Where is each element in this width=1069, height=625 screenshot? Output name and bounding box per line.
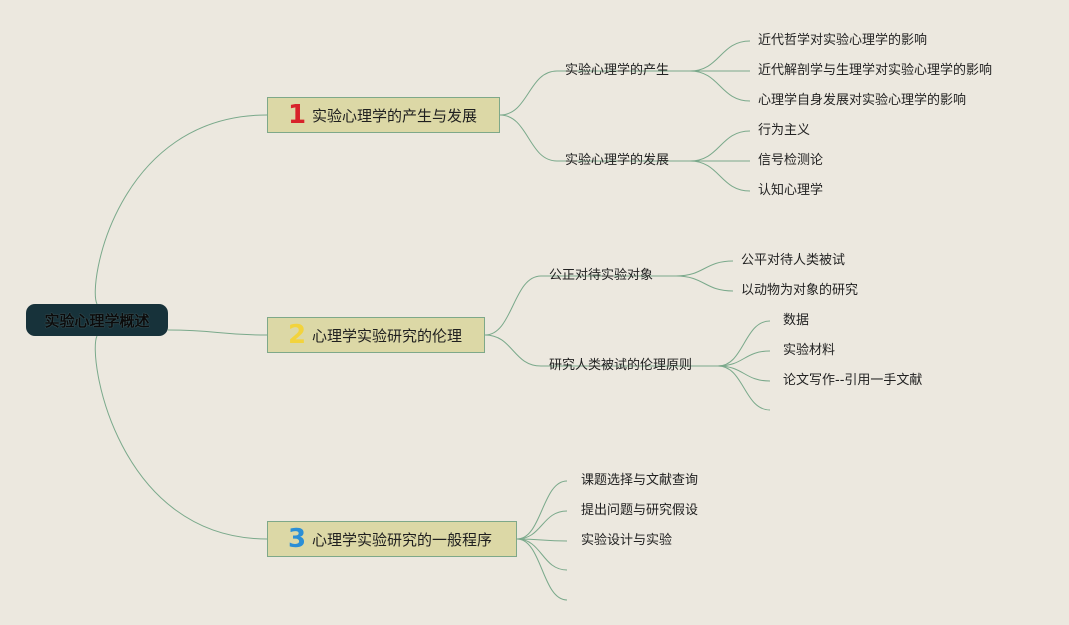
subtopic-label: 公正对待实验对象 [549, 268, 654, 283]
subtopic-fair-treatment[interactable]: 公正对待实验对象 [549, 267, 653, 285]
leaf-item[interactable]: 行为主义 [758, 123, 811, 138]
edge-b2-sub1 [484, 275, 542, 336]
edge-b1-sub2-leaf-0 [689, 130, 751, 162]
branch-2-label: 心理学实验研究的伦理 [312, 326, 463, 345]
edge-root-branch-1 [94, 114, 268, 305]
edge-b2-sub2 [484, 334, 542, 367]
subtopic-label: 研究人类被试的伦理原则 [549, 358, 693, 373]
branch-1[interactable]: 1 实验心理学的产生与发展 [267, 97, 500, 133]
leaf-item[interactable]: 心理学自身发展对实验心理学的影响 [758, 93, 967, 108]
edge-b1-sub1-leaf-0 [689, 40, 751, 72]
leaf-item[interactable]: 近代解剖学与生理学对实验心理学的影响 [758, 63, 993, 78]
edge-b2-sub2-leaf-2 [717, 365, 771, 382]
edge-b1-sub2-leaf-2 [689, 160, 751, 192]
branch-2[interactable]: 2 心理学实验研究的伦理 [267, 317, 485, 353]
edge-b3-leaf-4 [516, 538, 568, 601]
edge-b1-sub2 [499, 114, 558, 162]
leaf-item[interactable]: 认知心理学 [758, 183, 824, 198]
edge-b2-sub1-leaf-0 [675, 260, 734, 277]
edge-b2-sub1-leaf-1 [675, 275, 734, 292]
edge-b2-sub2-leaf-0 [717, 320, 771, 367]
subtopic-production[interactable]: 实验心理学的产生 [565, 62, 669, 80]
number-3-icon: 3 [287, 524, 307, 554]
leaf-item[interactable]: 以动物为对象的研究 [741, 283, 859, 298]
edge-b3-leaf-0 [516, 480, 568, 540]
edge-b3-leaf-1 [516, 510, 568, 540]
branch-3[interactable]: 3 心理学实验研究的一般程序 [267, 521, 517, 557]
leaf-item[interactable]: 课题选择与文献查询 [581, 473, 699, 488]
branch-3-label: 心理学实验研究的一般程序 [312, 530, 493, 549]
edge-root-branch-3 [94, 335, 268, 540]
subtopic-ethics-principles[interactable]: 研究人类被试的伦理原则 [549, 357, 692, 375]
edge-b2-sub2-leaf-1 [717, 350, 771, 367]
leaf-item[interactable]: 实验设计与实验 [581, 533, 673, 548]
leaf-item[interactable]: 论文写作--引用一手文献 [783, 373, 923, 388]
leaf-item[interactable]: 近代哲学对实验心理学的影响 [758, 33, 928, 48]
subtopic-label: 实验心理学的发展 [565, 153, 670, 168]
leaf-item[interactable]: 实验材料 [783, 343, 836, 358]
leaf-item[interactable]: 信号检测论 [758, 153, 824, 168]
subtopic-development[interactable]: 实验心理学的发展 [565, 152, 669, 170]
root-topic[interactable]: 实验心理学概述 [26, 304, 168, 336]
edge-b1-sub1-leaf-2 [689, 70, 751, 102]
number-1-icon: 1 [287, 100, 307, 130]
edge-b3-leaf-2 [516, 538, 568, 542]
number-2-icon: 2 [287, 320, 307, 350]
root-topic-label: 实验心理学概述 [44, 311, 150, 330]
subtopic-label: 实验心理学的产生 [565, 63, 670, 78]
edge-b1-sub1 [499, 70, 558, 116]
edge-b3-leaf-3 [516, 538, 568, 571]
leaf-item[interactable]: 数据 [783, 313, 810, 328]
leaf-item[interactable]: 提出问题与研究假设 [581, 503, 699, 518]
edge-b2-sub2-leaf-3 [717, 365, 771, 411]
leaf-item[interactable]: 公平对待人类被试 [741, 253, 846, 268]
edge-root-branch-2 [167, 329, 268, 336]
branch-1-label: 实验心理学的产生与发展 [312, 106, 478, 125]
